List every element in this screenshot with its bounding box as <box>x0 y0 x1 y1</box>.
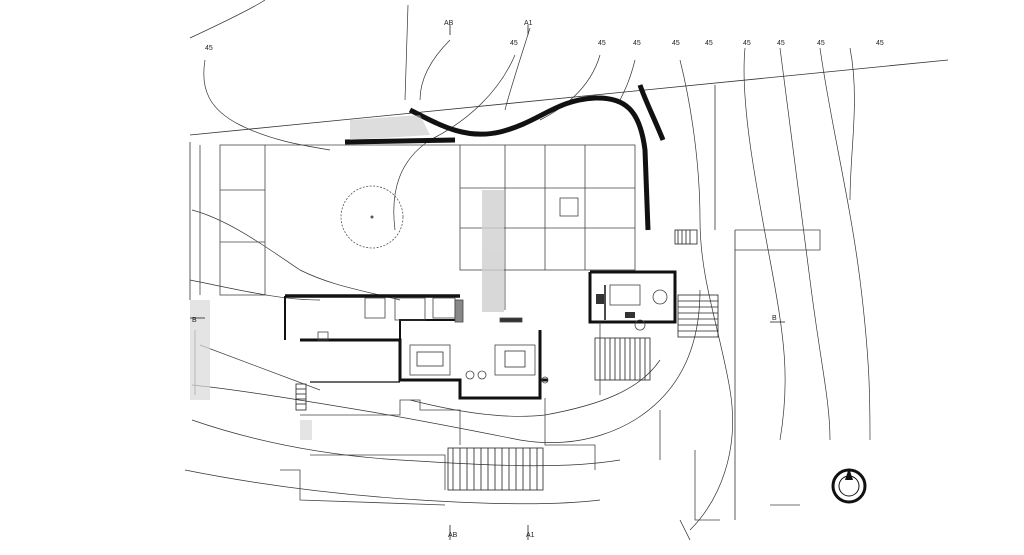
section-marker-top-a1: A1 <box>524 20 533 27</box>
grid-hatch <box>482 190 504 312</box>
site-boundary <box>189 59 949 541</box>
north-arrow <box>831 468 867 504</box>
contour-lines <box>184 0 871 531</box>
contour-label: 45 <box>672 40 680 47</box>
section-marker-left: B <box>192 317 197 324</box>
section-marker-right: B <box>772 315 777 322</box>
contour-label: 45 <box>705 40 713 47</box>
section-marker-bottom-a1: A1 <box>526 532 535 539</box>
contour-label: 45 <box>598 40 606 47</box>
house-walls <box>284 270 677 400</box>
section-markers <box>190 25 785 540</box>
contour-label: 45 <box>633 40 641 47</box>
fountain <box>340 185 404 249</box>
contour-label: 45 <box>205 45 213 52</box>
house-interior <box>317 284 668 384</box>
contour-labels: 45 45 45 45 45 45 45 45 45 45 <box>205 40 884 52</box>
section-marker-top-ab: AB <box>444 20 454 27</box>
room-furniture <box>416 294 635 368</box>
wall-hatch <box>350 115 430 140</box>
section-marker-bottom-ab: AB <box>448 532 458 539</box>
curved-wall <box>344 84 666 231</box>
planter <box>559 197 579 217</box>
terraces <box>194 229 821 521</box>
stairs <box>295 229 719 491</box>
contour-label: 45 <box>876 40 884 47</box>
structural-grid <box>199 144 636 310</box>
terrace-hatch <box>190 300 312 440</box>
contour-label: 45 <box>510 40 518 47</box>
contour-label: 45 <box>743 40 751 47</box>
contour-label: 45 <box>817 40 825 47</box>
contour-label: 45 <box>777 40 785 47</box>
